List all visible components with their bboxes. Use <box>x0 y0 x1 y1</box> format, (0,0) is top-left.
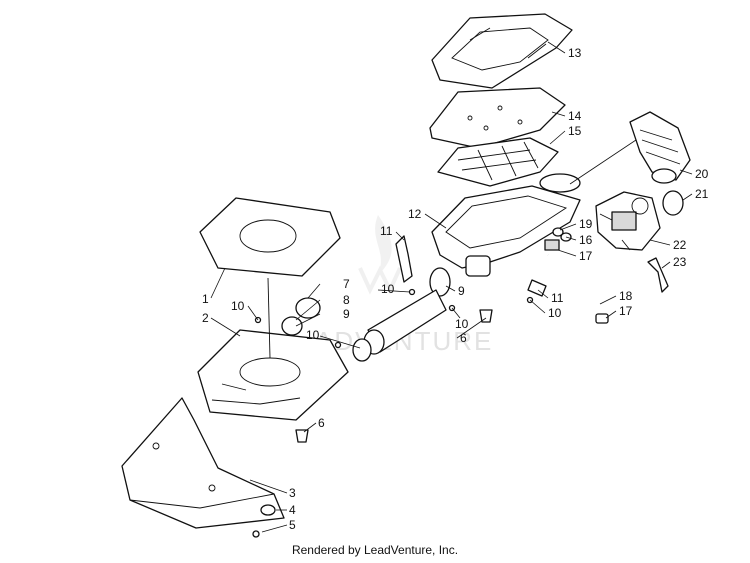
callout-6: 6 <box>460 331 467 345</box>
airbox-housing <box>431 173 581 277</box>
hose-clamp <box>662 190 684 216</box>
callout-6: 6 <box>318 416 325 430</box>
mount-bracket <box>527 279 547 297</box>
screw <box>252 530 260 538</box>
watermark-logo <box>358 215 402 295</box>
airbox-cover <box>431 13 573 89</box>
callout-15: 15 <box>568 124 582 138</box>
lower-airbox <box>197 277 349 421</box>
callout-22: 22 <box>673 238 687 252</box>
callout-3: 3 <box>289 486 296 500</box>
intake-boot <box>629 111 691 184</box>
callout-7: 7 <box>343 277 350 291</box>
callout-9: 9 <box>343 307 350 321</box>
callout-10: 10 <box>548 306 562 320</box>
callout-18: 18 <box>619 289 633 303</box>
callout-17: 17 <box>619 304 633 318</box>
screw <box>408 288 416 296</box>
callout-20: 20 <box>695 167 709 181</box>
grommet <box>260 504 276 516</box>
callout-4: 4 <box>289 503 296 517</box>
air-filter-element <box>429 87 566 149</box>
intake-tube <box>281 267 451 362</box>
vent-hose <box>647 257 669 293</box>
callout-10: 10 <box>455 317 469 331</box>
callout-8: 8 <box>343 293 350 307</box>
intake-gasket-plate <box>199 197 341 277</box>
callout-19: 19 <box>579 217 593 231</box>
callout-1: 1 <box>202 292 209 306</box>
callout-14: 14 <box>568 109 582 123</box>
callout-10: 10 <box>381 282 395 296</box>
callout-9: 9 <box>458 284 465 298</box>
mount-plate <box>121 397 285 529</box>
carburetor <box>595 191 661 251</box>
callout-5: 5 <box>289 518 296 532</box>
hose-cap <box>595 313 609 324</box>
grommet-mount <box>295 429 309 443</box>
callout-12: 12 <box>408 207 422 221</box>
callout-2: 2 <box>202 311 209 325</box>
callout-23: 23 <box>673 255 687 269</box>
leader-lines <box>210 41 693 533</box>
grommet-mount <box>479 309 493 323</box>
callout-16: 16 <box>579 233 593 247</box>
render-credit: Rendered by LeadVenture, Inc. <box>291 543 459 557</box>
callout-10: 10 <box>306 328 320 342</box>
callout-21: 21 <box>695 187 709 201</box>
callout-13: 13 <box>568 46 582 60</box>
callout-11: 11 <box>551 291 564 305</box>
callout-labels: 1 2 3 4 5 6 6 7 8 9 9 10 10 10 10 10 11 … <box>202 46 709 532</box>
screw <box>334 341 342 349</box>
mount-bracket <box>395 235 413 283</box>
filter-cage <box>437 137 559 187</box>
callout-17: 17 <box>579 249 593 263</box>
callout-11: 11 <box>380 224 393 238</box>
callout-10: 10 <box>231 299 245 313</box>
